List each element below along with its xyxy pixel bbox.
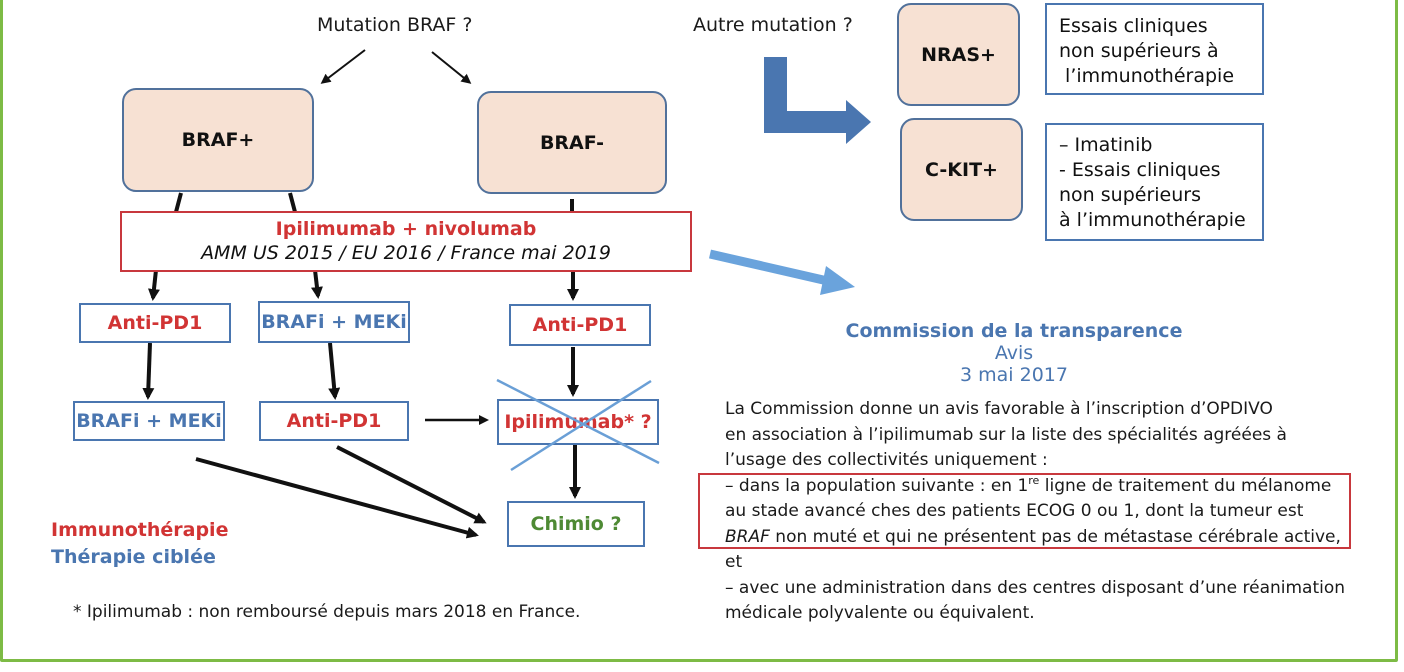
- commission-line-part: ligne de traitement du mélanome: [1039, 475, 1332, 496]
- arrow-antipd1-to-chimio: [336, 445, 487, 524]
- combo-title: Ipilimumab + nivolumab: [275, 218, 537, 240]
- commission-line-part: – dans la population suivante : en 1: [725, 475, 1029, 496]
- braf-negative-node: BRAF-: [477, 91, 667, 194]
- arrow-to-antipd1-left: [147, 269, 160, 301]
- stem-braf-pos-left: [174, 192, 183, 213]
- nras-note-line: l’immunothérapie: [1059, 65, 1235, 87]
- braf-positive-label: BRAF+: [181, 129, 255, 151]
- commission-line: en association à l’ipilimumab sur la lis…: [725, 424, 1287, 445]
- arrow-to-antipd1-mid: [328, 342, 341, 400]
- commission-date: 3 mai 2017: [960, 364, 1068, 386]
- anti-pd1-mid-label: Anti-PD1: [286, 410, 382, 432]
- stem-braf-pos-right: [288, 192, 297, 213]
- braf-positive-node: BRAF+: [122, 88, 314, 192]
- autre-mutation-label: Autre mutation ?: [693, 14, 853, 36]
- brafi-meki-left-box: BRAFi + MEKi: [73, 401, 225, 441]
- commission-header: Commission de la transparence Avis 3 mai…: [820, 320, 1208, 386]
- anti-pd1-left-label: Anti-PD1: [107, 312, 203, 334]
- ckit-note: – Imatinib - Essais cliniques non supéri…: [1045, 123, 1264, 241]
- combo-subtitle: AMM US 2015 / EU 2016 / France mai 2019: [201, 242, 611, 264]
- commission-line: médicale polyvalente ou équivalent.: [725, 603, 1035, 623]
- chimio-box: Chimio ?: [507, 501, 645, 547]
- commission-line: – dans la population suivante : en 1re l…: [725, 474, 1345, 500]
- arrow-to-brafi-mid: [311, 269, 323, 299]
- light-blue-arrow: [708, 249, 834, 287]
- commission-line: au stade avancé ches des patients ECOG 0…: [725, 501, 1304, 521]
- nras-note-line: non supérieurs à: [1059, 40, 1219, 62]
- commission-line: l’usage des collectivités uniquement :: [725, 450, 1048, 470]
- nras-label: NRAS+: [921, 43, 996, 66]
- braf-negative-label: BRAF-: [539, 131, 605, 154]
- commission-highlight-box: [698, 473, 1351, 549]
- ipilimumab-nivolumab-box: Ipilimumab + nivolumab AMM US 2015 / EU …: [120, 211, 692, 272]
- commission-line: et: [725, 552, 743, 572]
- legend-immunotherapy: Immunothérapie: [51, 519, 229, 541]
- arrow-brafi-to-chimio: [195, 457, 479, 539]
- anti-pd1-left-box: Anti-PD1: [79, 303, 231, 343]
- mutation-braf-label: Mutation BRAF ?: [317, 14, 473, 36]
- ckit-label: C-KIT+: [925, 158, 998, 181]
- nras-note: Essais cliniques non supérieurs à l’immu…: [1045, 3, 1264, 95]
- commission-line: La Commission donne un avis favorable à …: [725, 399, 1273, 419]
- arrow-to-braf-neg: [431, 51, 472, 84]
- ckit-note-line: non supérieurs: [1059, 184, 1201, 206]
- commission-line-part: non muté et qui ne présentent pas de mét…: [769, 526, 1341, 547]
- commission-line: – avec une administration dans des centr…: [725, 577, 1346, 598]
- footnote: * Ipilimumab : non remboursé depuis mars…: [73, 602, 581, 622]
- ckit-node: C-KIT+: [900, 118, 1023, 221]
- commission-line: BRAF non muté et qui ne présentent pas d…: [725, 525, 1345, 551]
- brafi-meki-mid-label: BRAFi + MEKi: [261, 311, 407, 333]
- brafi-meki-mid-box: BRAFi + MEKi: [258, 301, 410, 343]
- ckit-note-line: – Imatinib: [1059, 134, 1153, 156]
- legend-targeted-therapy: Thérapie ciblée: [51, 546, 216, 568]
- ckit-note-line: à l’immunothérapie: [1059, 209, 1246, 231]
- commission-text: La Commission donne un avis favorable à …: [725, 397, 1345, 627]
- big-blue-elbow-arrow: [764, 57, 871, 144]
- commission-superscript: re: [1028, 473, 1040, 487]
- commission-title: Commission de la transparence: [845, 320, 1183, 342]
- nras-note-line: Essais cliniques: [1059, 15, 1208, 37]
- anti-pd1-right-box: Anti-PD1: [509, 304, 651, 346]
- brafi-meki-left-label: BRAFi + MEKi: [76, 410, 222, 432]
- ckit-note-line: - Essais cliniques: [1059, 159, 1221, 181]
- nras-node: NRAS+: [897, 3, 1020, 106]
- braf-italic: BRAF: [725, 526, 770, 547]
- anti-pd1-mid-box: Anti-PD1: [259, 401, 409, 441]
- arrow-to-braf-pos: [320, 49, 366, 84]
- commission-avis: Avis: [994, 342, 1034, 364]
- chimio-label: Chimio ?: [530, 513, 622, 535]
- arrow-to-brafi-left: [142, 342, 155, 400]
- anti-pd1-right-label: Anti-PD1: [532, 314, 628, 336]
